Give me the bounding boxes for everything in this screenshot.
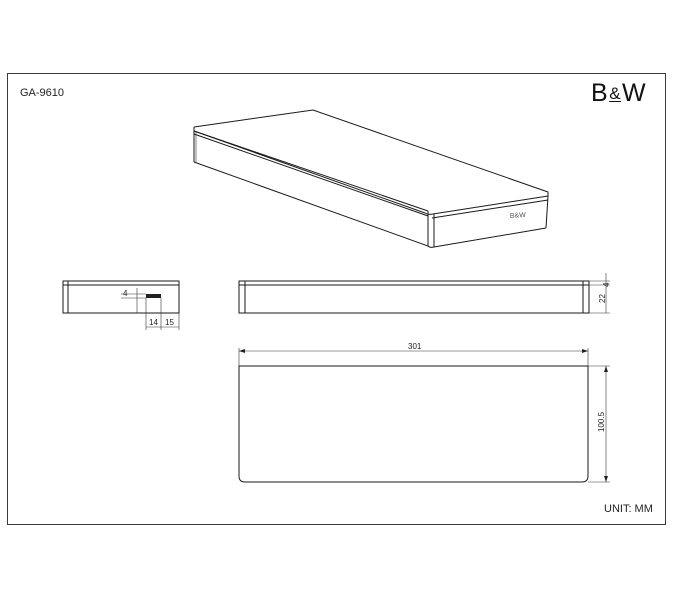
brand-logo: B&W [591, 78, 646, 109]
brand-letter-w: W [622, 79, 647, 107]
brand-letter-b: B [591, 79, 609, 107]
top-view: 301 100.5 [238, 342, 610, 483]
dim-length: 301 [408, 342, 422, 351]
dim-width: 100.5 [597, 411, 606, 432]
dim-body-height: 22 [598, 294, 607, 303]
dim-offset-b: 15 [165, 318, 174, 327]
unit-label: UNIT: MM [604, 503, 653, 515]
brand-ampersand: & [609, 84, 622, 103]
dim-offset-a: 14 [149, 318, 158, 327]
drawing-frame [7, 73, 666, 525]
front-view: 4 22 [238, 273, 611, 314]
dim-logo-height: 4 [123, 289, 128, 298]
dim-lid-height: 4 [602, 282, 611, 287]
isometric-view: B&W [193, 109, 549, 248]
model-number: GA-9610 [20, 87, 65, 99]
product-logo: B&W [510, 212, 527, 220]
side-view: 14 15 4 [62, 280, 180, 330]
